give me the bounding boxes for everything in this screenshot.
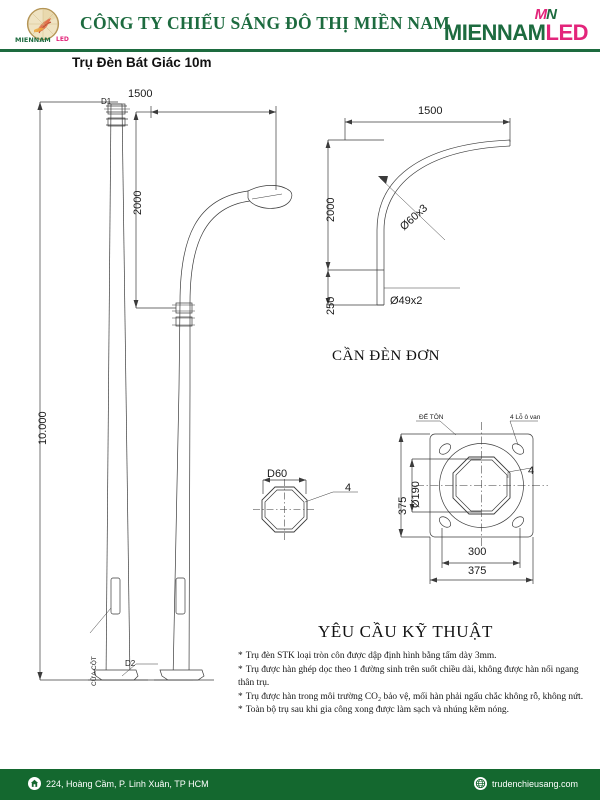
page-footer: 224, Hoàng Cầm, P. Linh Xuân, TP HCM tru… bbox=[0, 769, 600, 800]
base-diameter-label: D2 bbox=[125, 659, 136, 668]
bolt-spacing-dimension: 300 bbox=[468, 546, 487, 558]
home-icon bbox=[28, 777, 41, 790]
brand-word-green: MIENNAM bbox=[443, 20, 546, 45]
spec-bullet: * bbox=[238, 705, 243, 716]
spec-item-text: Trụ được hàn trong môi trường CO₂ bảo vệ… bbox=[245, 691, 584, 702]
footer-address: 224, Hoàng Cầm, P. Linh Xuân, TP HCM bbox=[28, 777, 209, 790]
pole-elevation-drawing bbox=[37, 101, 293, 681]
miennamled-logo: MN MIENNAMLED bbox=[438, 6, 589, 48]
baseplate-width-dimension: 375 bbox=[468, 565, 487, 577]
pole-height-dimension: 10.000 bbox=[37, 411, 49, 445]
specifications-title: YÊU CẦU KỸ THUẬT bbox=[318, 622, 494, 641]
lower-tube-spec: Ø49x2 bbox=[390, 295, 423, 307]
brand-monogram: MN bbox=[534, 6, 557, 23]
spec-item: *Toàn bộ trụ sau khi gia công xong được … bbox=[238, 704, 588, 718]
top-diameter-label: D1 bbox=[101, 97, 112, 106]
brand-word-pink: LED bbox=[545, 20, 589, 45]
specifications-list: *Trụ đèn STK loại tròn côn được dập định… bbox=[238, 650, 588, 718]
baseplate-thickness: 4 bbox=[528, 465, 535, 477]
bolt-circle-dimension: Ø190 bbox=[410, 481, 422, 508]
section-across-flats: D60 bbox=[267, 468, 288, 480]
baseplate-detail-drawing bbox=[398, 420, 548, 584]
arm-stub-dimension: 250 bbox=[325, 296, 337, 315]
arm-rise-dimension-detail: 2000 bbox=[325, 197, 337, 222]
baseplate-height-dimension: 375 bbox=[397, 496, 409, 515]
section-thickness: 4 bbox=[345, 482, 352, 494]
globe-icon bbox=[473, 777, 487, 790]
spec-bullet: * bbox=[238, 691, 243, 702]
arm-detail-drawing bbox=[325, 118, 511, 306]
company-name: CÔNG TY CHIẾU SÁNG ĐÔ THỊ MIỀN NAM bbox=[80, 13, 451, 33]
spec-bullet: * bbox=[238, 651, 243, 661]
svg-text:MIENNAM: MIENNAM bbox=[15, 36, 51, 44]
monogram-n: N bbox=[546, 6, 557, 23]
pole-door-label: CỬA CỘT bbox=[91, 656, 98, 686]
spec-item: *Trụ được hàn trong môi trường CO₂ bảo v… bbox=[238, 691, 588, 705]
octagon-section-drawing bbox=[253, 477, 358, 542]
spec-item: *Trụ đèn STK loại tròn côn được dập định… bbox=[238, 650, 588, 664]
brand-wordmark: MIENNAMLED bbox=[443, 20, 589, 46]
footer-website-text: trudenchieusang.com bbox=[491, 778, 578, 789]
monogram-m: M bbox=[534, 6, 547, 23]
spec-bullet: * bbox=[238, 664, 243, 675]
company-emblem-icon: MIENNAM LED bbox=[15, 7, 69, 44]
spec-item-text: Trụ được hàn ghép dọc theo 1 đường sinh … bbox=[238, 664, 579, 689]
arm-rise-dimension: 2000 bbox=[132, 190, 144, 215]
header-divider bbox=[0, 49, 600, 52]
spec-item-text: Trụ đèn STK loại tròn côn được dập định … bbox=[245, 651, 497, 661]
page-title: Trụ Đèn Bát Giác 10m bbox=[72, 55, 212, 70]
arm-detail-caption: CẦN ĐÈN ĐƠN bbox=[332, 348, 440, 364]
footer-website[interactable]: trudenchieusang.com bbox=[473, 777, 578, 790]
baseplate-label: ĐẾ TÔN bbox=[419, 414, 444, 421]
page-header: MIENNAM LED CÔNG TY CHIẾU SÁNG ĐÔ THỊ MI… bbox=[0, 0, 600, 52]
svg-text:LED: LED bbox=[56, 36, 69, 43]
arm-reach-dimension-detail: 1500 bbox=[418, 105, 443, 117]
baseplate-holes-label: 4 Lỗ ô van bbox=[510, 414, 541, 421]
footer-address-text: 224, Hoàng Cầm, P. Linh Xuân, TP HCM bbox=[46, 778, 209, 789]
spec-item: *Trụ được hàn ghép dọc theo 1 đường sinh… bbox=[238, 664, 588, 691]
spec-item-text: Toàn bộ trụ sau khi gia công xong được l… bbox=[245, 705, 509, 716]
arm-reach-dimension: 1500 bbox=[128, 88, 153, 100]
